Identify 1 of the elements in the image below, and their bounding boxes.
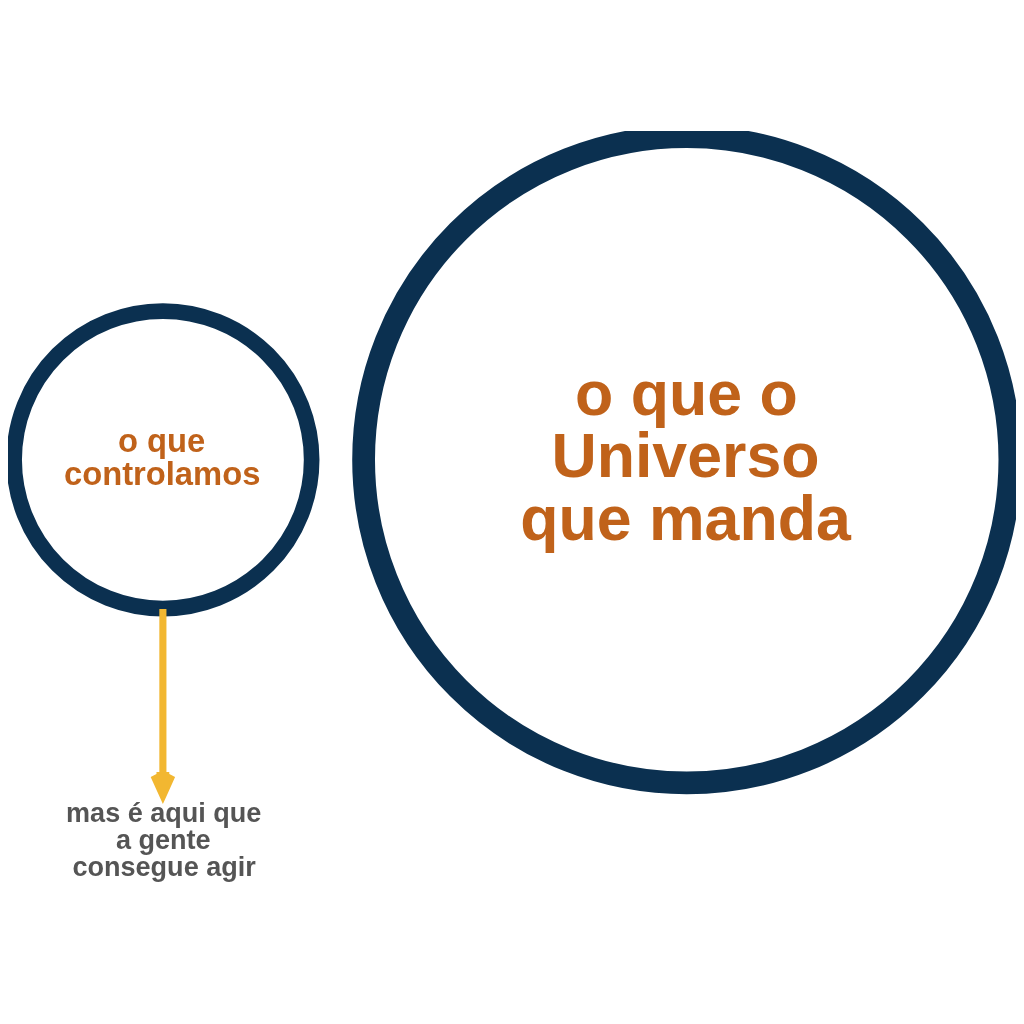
node-text: mas é aqui que a gente consegue agir	[66, 797, 262, 882]
